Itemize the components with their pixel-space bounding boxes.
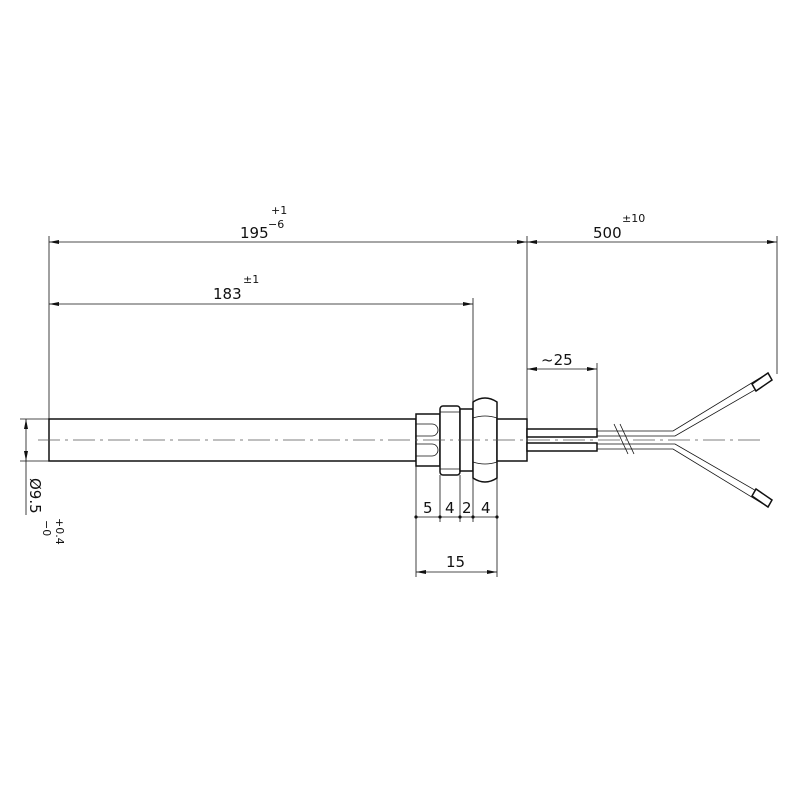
- dim-segment-5: 5: [423, 499, 433, 517]
- tol-500: ±10: [622, 212, 645, 225]
- dim-500: 500: [593, 224, 622, 242]
- terminal-1: [751, 371, 773, 393]
- dim-segment-4a: 4: [445, 499, 455, 517]
- wire-sleeve-1: [526, 428, 598, 438]
- extension-lines: [20, 236, 778, 577]
- tol-195-upper: +1: [271, 204, 287, 217]
- dim-segment-4b: 4: [481, 499, 491, 517]
- dim-segment-2: 2: [462, 499, 472, 517]
- thread-flange: [439, 405, 461, 476]
- tol-diameter-lower: −0: [40, 520, 53, 536]
- dim-195: 195: [240, 224, 269, 242]
- dim-183: 183: [213, 285, 242, 303]
- tol-diameter-upper: +0.4: [53, 518, 66, 545]
- break-mark: [613, 423, 635, 455]
- segment-dots: [414, 515, 499, 519]
- terminal-2: [751, 487, 773, 509]
- tol-183: ±1: [243, 273, 259, 286]
- wire-sleeve-2: [526, 442, 598, 452]
- lead-wires: [526, 371, 773, 509]
- tol-195-lower: −6: [268, 218, 284, 231]
- dim-diameter: Ø9.5: [26, 478, 44, 514]
- dim-25: ~25: [541, 351, 573, 369]
- dim-15: 15: [446, 553, 465, 571]
